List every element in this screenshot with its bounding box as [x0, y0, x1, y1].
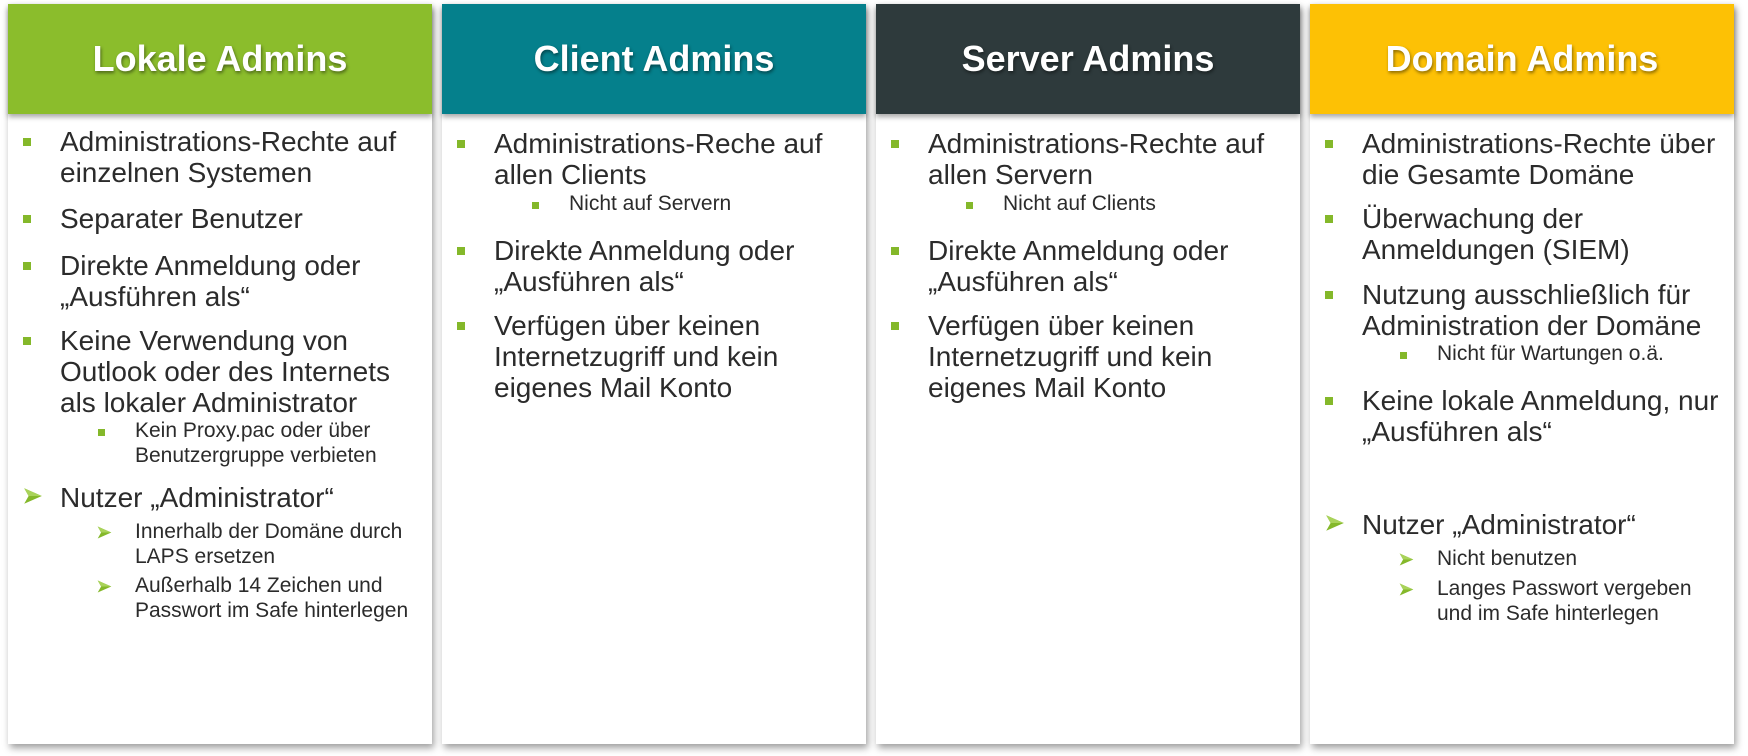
square-bullet-icon	[23, 337, 31, 345]
square-bullet-icon	[1325, 140, 1333, 148]
square-bullet-icon	[891, 322, 899, 330]
list-item: Nutzer „Administrator“	[60, 482, 334, 513]
list-item: Verfügen über keinen Internetzugriff und…	[494, 310, 779, 403]
list-item: Direkte Anmeldung oder „Ausführen als“	[494, 235, 795, 297]
arrow-bullet-icon	[96, 578, 113, 595]
sub-list-item: Nicht auf Servern	[569, 192, 732, 215]
column-title: Client Admins	[533, 38, 775, 79]
sub-list-item: Nicht benutzen	[1437, 547, 1578, 570]
square-bullet-icon	[457, 322, 465, 330]
sub-list-item: Kein Proxy.pac oder über Benutzergruppe …	[135, 419, 377, 467]
list-item: Administrations-Rechte auf einzelnen Sys…	[60, 126, 397, 188]
sub-list-item: Außerhalb 14 Zeichen und Passwort im Saf…	[135, 574, 409, 622]
list-item: Administrations-Rechte über die Gesamte …	[1362, 128, 1716, 190]
column-domain-admins: Domain Admins Administrations-Rechte übe…	[1310, 4, 1734, 744]
square-bullet-icon	[1325, 291, 1333, 299]
header-domain-admins: Domain Admins	[1310, 4, 1734, 114]
list-item: Nutzer „Administrator“	[1362, 509, 1636, 540]
square-bullet-icon	[98, 429, 105, 436]
column-title: Server Admins	[961, 38, 1215, 79]
sub-list-item: Langes Passwort vergeben und im Safe hin…	[1437, 577, 1692, 625]
sub-list-item: Nicht für Wartungen o.ä.	[1437, 342, 1664, 365]
column-title: Domain Admins	[1385, 38, 1659, 79]
list-item: Direkte Anmeldung oder „Ausführen als“	[928, 235, 1229, 297]
list-item: Administrations-Reche auf allen Clients	[494, 128, 823, 190]
sub-list-item: Innerhalb der Domäne durch LAPS ersetzen	[135, 520, 403, 568]
square-bullet-icon	[457, 140, 465, 148]
square-bullet-icon	[23, 262, 31, 270]
header-lokale-admins: Lokale Admins	[8, 4, 432, 114]
arrow-bullet-icon	[1398, 551, 1415, 568]
list-item: Separater Benutzer	[60, 203, 303, 234]
list-item: Keine Verwendung von Outlook oder des In…	[60, 325, 390, 418]
arrow-bullet-icon	[1398, 581, 1415, 598]
square-bullet-icon	[1400, 352, 1407, 359]
list-item: Direkte Anmeldung oder „Ausführen als“	[60, 250, 361, 312]
square-bullet-icon	[966, 202, 973, 209]
square-bullet-icon	[23, 138, 31, 146]
square-bullet-icon	[532, 202, 539, 209]
column-client-admins: Client Admins Administrations-Reche auf …	[442, 4, 866, 744]
square-bullet-icon	[23, 215, 31, 223]
column-title: Lokale Admins	[92, 38, 348, 79]
header-client-admins: Client Admins	[442, 4, 866, 114]
list-item: Überwachung der Anmeldungen (SIEM)	[1362, 203, 1630, 265]
arrow-bullet-icon	[1324, 512, 1346, 534]
header-server-admins: Server Admins	[876, 4, 1300, 114]
list-item: Administrations-Rechte auf allen Servern	[928, 128, 1265, 190]
square-bullet-icon	[457, 247, 465, 255]
square-bullet-icon	[891, 247, 899, 255]
arrow-bullet-icon	[22, 485, 44, 507]
list-item: Keine lokale Anmeldung, nur „Ausführen a…	[1362, 385, 1719, 447]
arrow-bullet-icon	[96, 524, 113, 541]
sub-list-item: Nicht auf Clients	[1003, 192, 1156, 215]
square-bullet-icon	[891, 140, 899, 148]
square-bullet-icon	[1325, 397, 1333, 405]
square-bullet-icon	[1325, 215, 1333, 223]
list-item: Verfügen über keinen Internetzugriff und…	[928, 310, 1213, 403]
list-item: Nutzung ausschließlich für Administratio…	[1362, 279, 1702, 341]
column-lokale-admins: Lokale Admins Administrations-Rechte auf…	[8, 4, 432, 744]
column-server-admins: Server Admins Administrations-Rechte auf…	[876, 4, 1300, 744]
